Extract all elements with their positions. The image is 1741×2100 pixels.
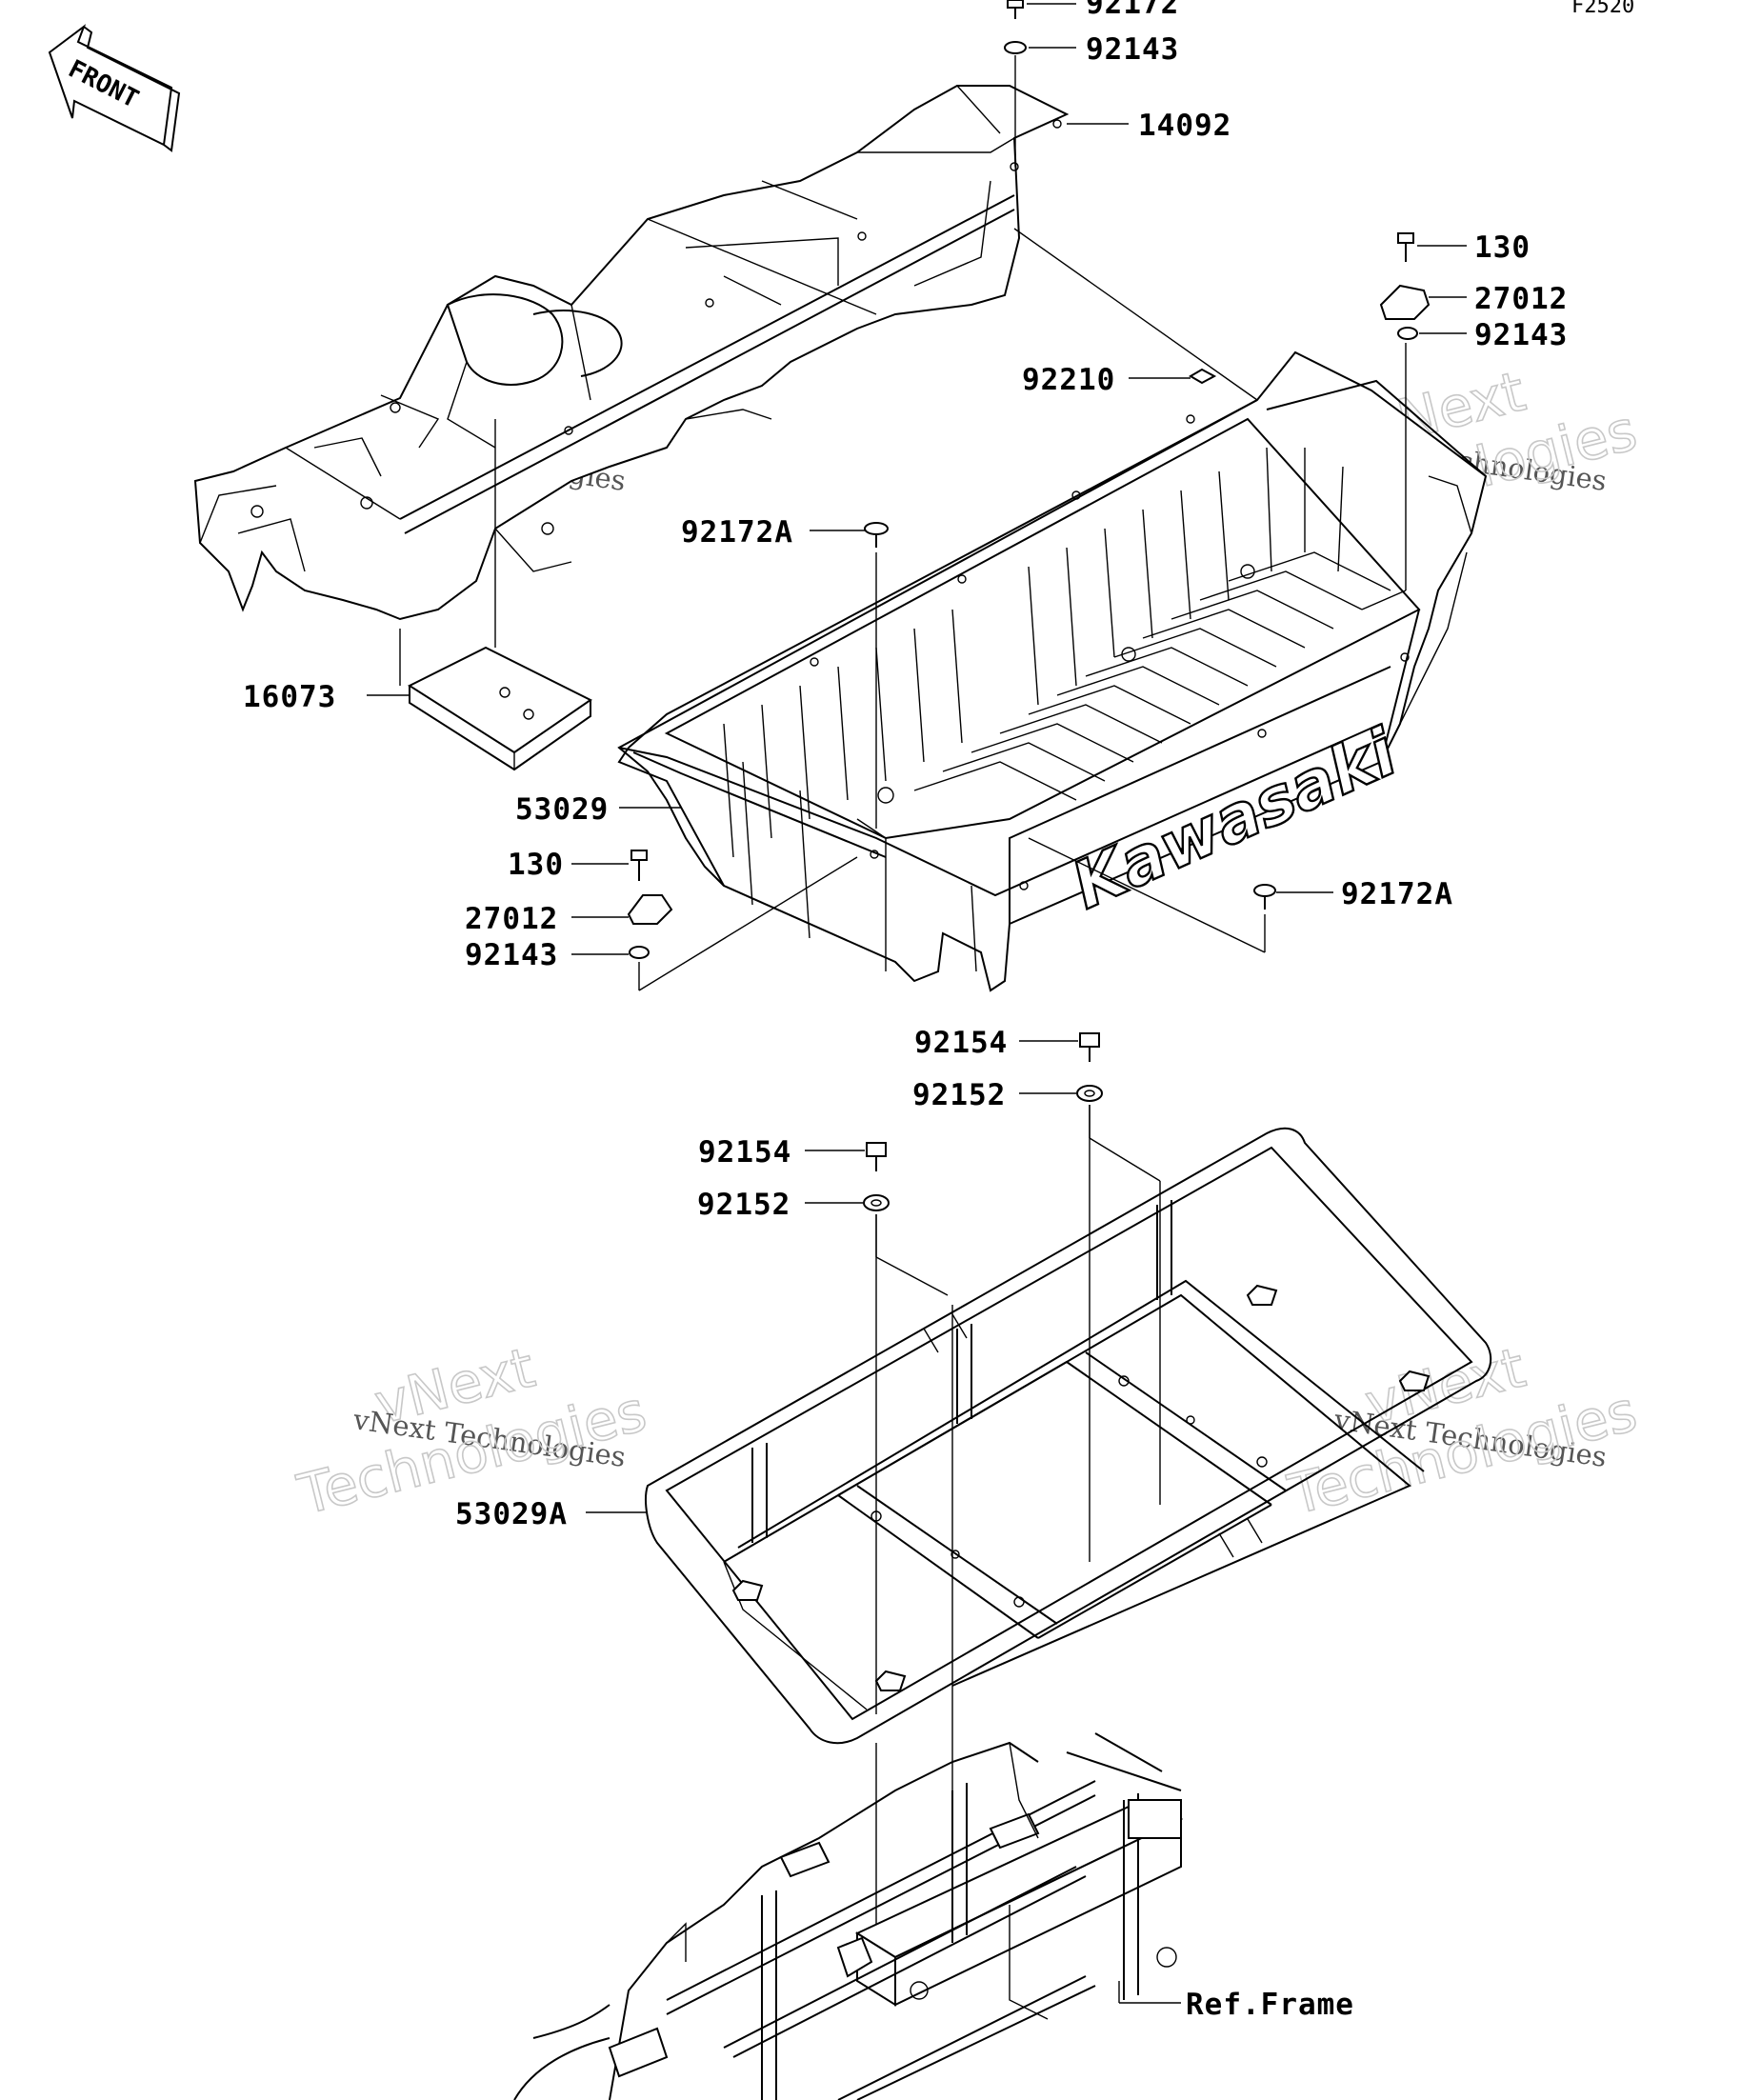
label-92154-right: 92154: [914, 1026, 1008, 1060]
screw-92172-top: [1007, 0, 1024, 19]
label-27012-left: 27012: [465, 902, 558, 936]
floor-panel-14092: [193, 85, 1070, 621]
screw-92172A-left: [864, 522, 889, 548]
collar-92152-left: [863, 1194, 890, 1211]
clip-92210: [1189, 368, 1217, 385]
part-labels: 92172 92143 14092 130 27012 92143 92210 …: [243, 0, 1568, 2022]
label-92172A-right: 92172A: [1341, 877, 1453, 911]
bracket-27012-right: [1379, 284, 1431, 320]
bracket-27012-left: [627, 894, 673, 925]
figure-code: F2520: [1571, 0, 1634, 18]
label-92143-left: 92143: [465, 938, 558, 972]
label-92152-left: 92152: [697, 1188, 790, 1222]
screw-92172A-right: [1253, 884, 1276, 910]
label-92143-right: 92143: [1474, 318, 1568, 352]
label-92210: 92210: [1022, 363, 1115, 397]
collar-92152-right: [1076, 1085, 1103, 1102]
label-53029A: 53029A: [455, 1497, 568, 1531]
label-14092: 14092: [1138, 109, 1231, 143]
label-92172A-left: 92172A: [681, 515, 793, 550]
cargo-frame-53029a: [645, 1127, 1492, 1745]
label-53029: 53029: [515, 792, 609, 827]
washer-92143-left: [629, 946, 650, 959]
vehicle-frame: [513, 1732, 1184, 2100]
bolt-92154-right: [1079, 1032, 1100, 1062]
assembly-lines: [367, 3, 1467, 2004]
hardware: [627, 0, 1431, 1211]
washer-92143-right: [1397, 327, 1418, 340]
front-direction-arrow: FRONT: [48, 24, 181, 152]
label-92143-top: 92143: [1086, 32, 1179, 67]
label-16073: 16073: [243, 680, 336, 714]
label-92172: 92172: [1086, 0, 1179, 21]
mat-16073: [407, 646, 592, 771]
label-ref-frame: Ref.Frame: [1186, 1988, 1354, 2022]
label-27012-right: 27012: [1474, 282, 1568, 316]
label-130-right: 130: [1474, 230, 1531, 265]
bolt-92154-left: [866, 1142, 887, 1171]
bolt-130-right: [1397, 232, 1414, 262]
label-92154-left: 92154: [698, 1135, 791, 1170]
label-130-left: 130: [508, 848, 564, 882]
washer-92143-top: [1004, 41, 1027, 54]
bolt-130-left: [630, 850, 648, 881]
label-92152-right: 92152: [912, 1078, 1006, 1112]
